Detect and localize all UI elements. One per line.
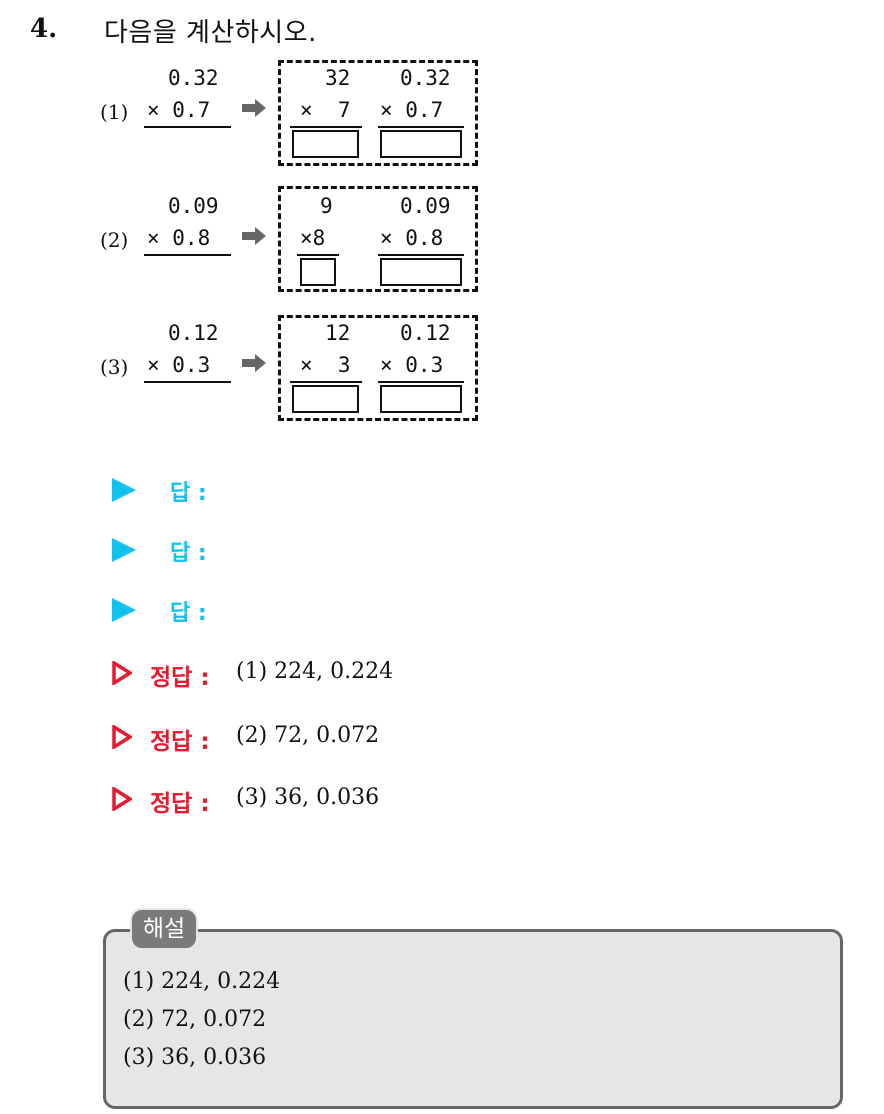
problem-3-box-right-top: 0.12 xyxy=(400,321,451,345)
correct-answer-value: (1) 224, 0.224 xyxy=(236,659,394,684)
correct-answer-value: (3) 36, 0.036 xyxy=(236,785,380,810)
problem-1-box-left-rule xyxy=(290,126,362,128)
problem-3-box-right-bottom: × 0.3 xyxy=(380,353,444,377)
question-number: 4. xyxy=(30,14,58,44)
problem-3-box-right-rule xyxy=(378,381,464,383)
problem-3-label: (3) xyxy=(100,355,129,379)
problem-1-box-right-rule xyxy=(378,126,464,128)
problem-3-box-left-rule xyxy=(290,381,362,383)
play-triangle-icon xyxy=(112,538,136,562)
right-arrow-icon xyxy=(242,99,266,117)
problem-2-rule xyxy=(144,254,231,256)
problem-3-hint-box xyxy=(278,315,478,421)
right-arrow-icon xyxy=(242,354,266,372)
correct-answer-label: 정답 : xyxy=(150,791,210,817)
problem-2-box-left-top: 9 xyxy=(320,194,333,218)
problem-2-hint-box xyxy=(278,186,478,292)
problem-2-top: 0.09 xyxy=(168,194,219,218)
problem-1-bottom: × 0.7 xyxy=(147,98,211,122)
problem-1-hint-box xyxy=(278,60,478,166)
problem-3-answer-box-left[interactable] xyxy=(292,385,359,413)
problem-2-box-right-rule xyxy=(378,254,464,256)
explanation-line-2: (2) 72, 0.072 xyxy=(123,1007,267,1032)
problem-2-answer-box-right[interactable] xyxy=(380,258,462,286)
explanation-tab: 해설 xyxy=(130,908,198,950)
problem-3-answer-box-right[interactable] xyxy=(380,385,462,413)
problem-1-top: 0.32 xyxy=(168,66,219,90)
problem-1-box-right-bottom: × 0.7 xyxy=(380,98,444,122)
play-triangle-icon xyxy=(112,478,136,502)
play-triangle-icon xyxy=(112,598,136,622)
problem-2-box-right-bottom: × 0.8 xyxy=(380,226,444,250)
problem-1-answer-box-right[interactable] xyxy=(380,130,462,158)
outline-triangle-icon xyxy=(112,661,132,685)
problem-3-bottom: × 0.3 xyxy=(147,353,211,377)
question-prompt: 다음을 계산하시오. xyxy=(104,18,317,48)
correct-answer-value: (2) 72, 0.072 xyxy=(236,723,380,748)
correct-answer-label: 정답 : xyxy=(150,665,210,691)
answer-prompt-label: 답 : xyxy=(170,541,207,566)
problem-2-box-left-rule xyxy=(297,254,339,256)
problem-2-label: (2) xyxy=(100,228,129,252)
problem-2-answer-box-left[interactable] xyxy=(300,258,336,286)
explanation-box xyxy=(103,929,843,1109)
problem-1-label: (1) xyxy=(100,100,129,124)
answer-prompt-label: 답 : xyxy=(170,481,207,506)
answer-prompt-label: 답 : xyxy=(170,601,207,626)
correct-answer-label: 정답 : xyxy=(150,729,210,755)
explanation-line-1: (1) 224, 0.224 xyxy=(123,969,281,994)
problem-2-bottom: × 0.8 xyxy=(147,226,211,250)
problem-3-top: 0.12 xyxy=(168,321,219,345)
problem-2-box-left-bottom: ×8 xyxy=(300,226,326,250)
outline-triangle-icon xyxy=(112,725,132,749)
right-arrow-icon xyxy=(242,227,266,245)
outline-triangle-icon xyxy=(112,787,132,811)
problem-2-box-right-top: 0.09 xyxy=(400,194,451,218)
problem-1-rule xyxy=(144,126,231,128)
explanation-line-3: (3) 36, 0.036 xyxy=(123,1045,267,1070)
problem-1-answer-box-left[interactable] xyxy=(292,130,359,158)
problem-3-rule xyxy=(144,381,231,383)
problem-1-box-left-bottom: × 7 xyxy=(300,98,351,122)
problem-3-box-left-bottom: × 3 xyxy=(300,353,351,377)
problem-1-box-right-top: 0.32 xyxy=(400,66,451,90)
problem-1-box-left-top: 32 xyxy=(325,66,351,90)
problem-3-box-left-top: 12 xyxy=(325,321,351,345)
